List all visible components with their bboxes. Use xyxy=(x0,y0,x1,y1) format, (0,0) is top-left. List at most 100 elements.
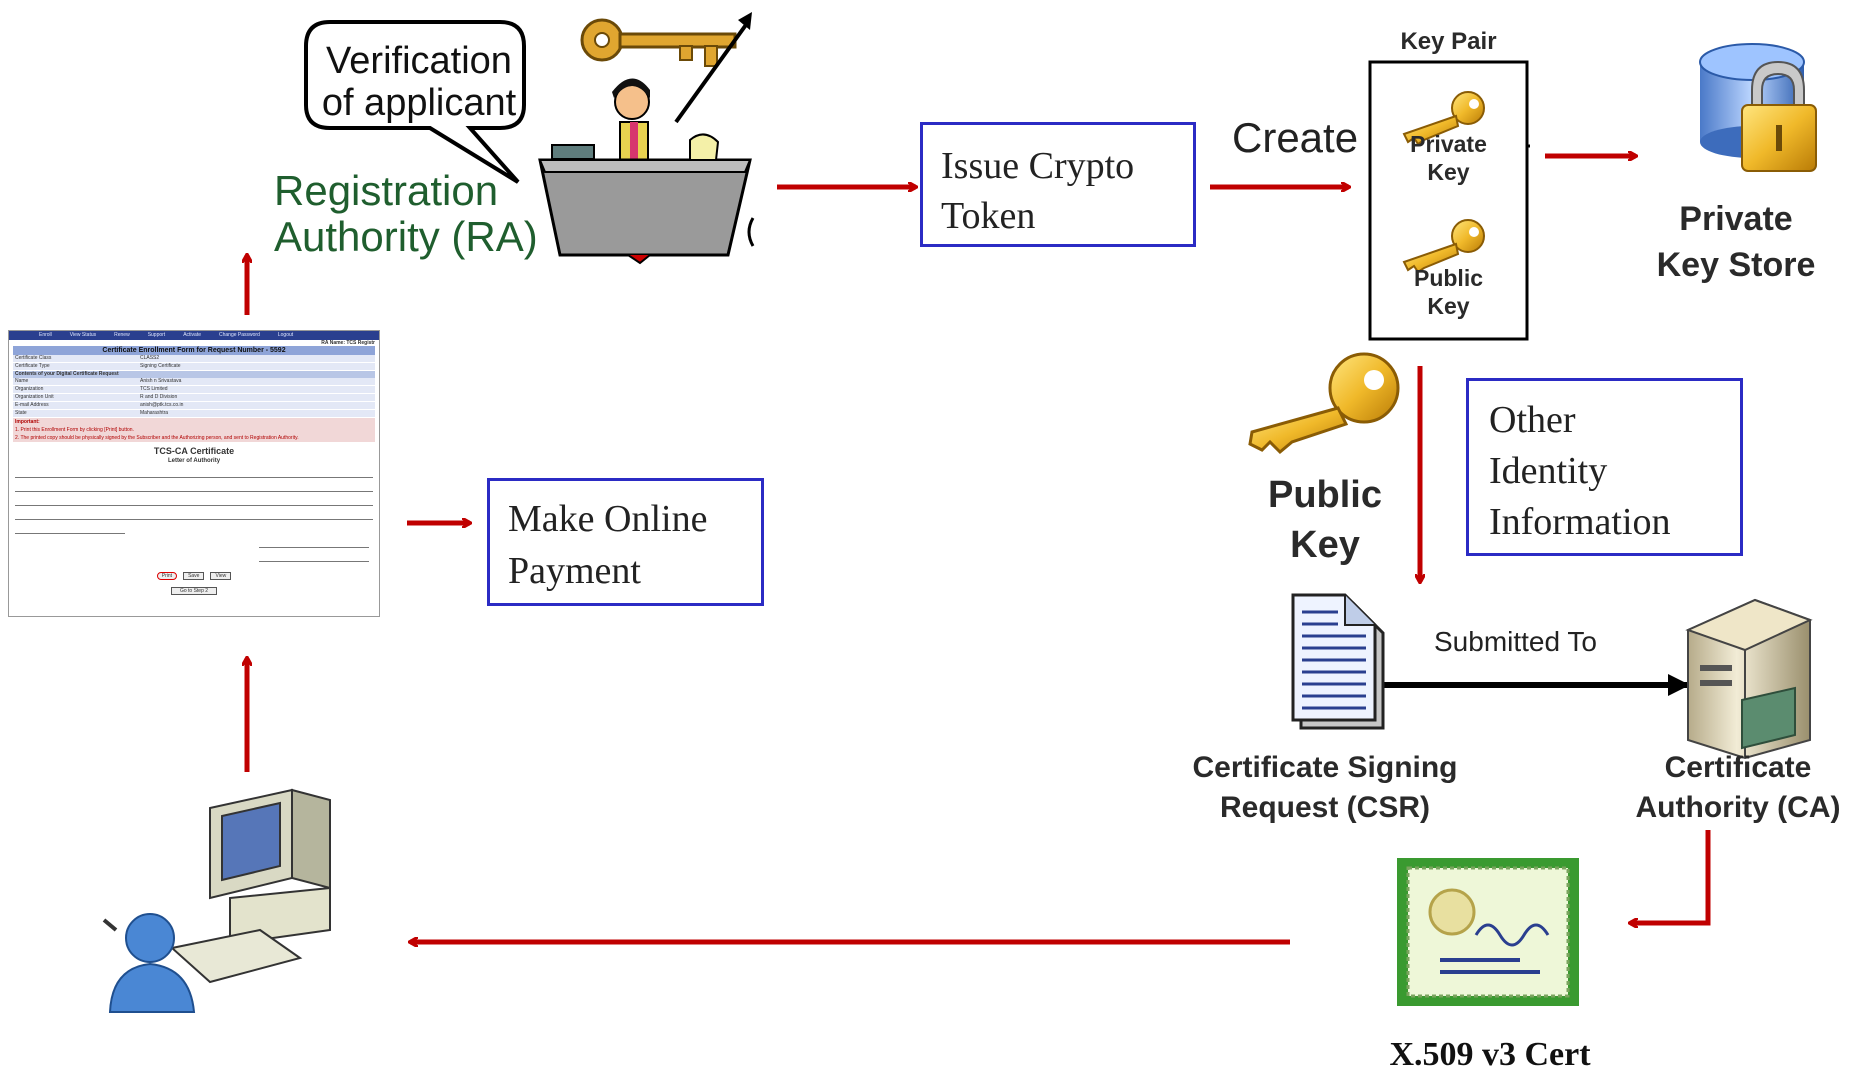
form-fill-line xyxy=(15,471,373,478)
csr-label: Certificate Signing Request (CSR) xyxy=(1160,748,1490,828)
form-tabs: Enroll View Status Renew Support Activat… xyxy=(9,331,379,340)
form-tab[interactable]: Support xyxy=(147,332,166,338)
ra-label: Registration Authority (RA) xyxy=(274,168,538,260)
form-letter-title: Letter of Authority xyxy=(167,458,221,464)
form-tab[interactable]: View Status xyxy=(69,332,97,338)
key-pair-title: Key Pair xyxy=(1400,28,1497,55)
form-fill-line xyxy=(259,555,369,562)
key-store-line-2: Key Store xyxy=(1656,246,1816,284)
form-row-key: Organization Unit xyxy=(15,394,54,400)
print-button[interactable]: Print xyxy=(156,572,178,580)
form-fill-line xyxy=(15,513,373,520)
arrow-ca-to-cert xyxy=(1630,830,1711,923)
key-store-line-1: Private xyxy=(1679,200,1793,238)
x509-cert-label: X.509 v3 Cert xyxy=(1389,1036,1591,1073)
form-row: Organization Unit R and D Division xyxy=(13,394,375,402)
form-important-note: Important: 1. Print this Enrollment Form… xyxy=(13,418,375,442)
form-cert-title: TCS-CA Certificate xyxy=(153,446,235,456)
form-row: State Maharashtra xyxy=(13,410,375,418)
form-row-key: E-mail Address xyxy=(15,402,49,408)
form-tab[interactable]: Enroll xyxy=(39,332,52,338)
form-row: Certificate Type Signing Certificate xyxy=(13,363,375,371)
verification-bubble-text: Verification of applicant xyxy=(314,40,524,124)
form-row-key: State xyxy=(15,410,27,416)
form-row-value: Signing Certificate xyxy=(140,363,181,369)
important-title: Important: xyxy=(15,419,40,425)
public-key-small-line-1: Public xyxy=(1413,265,1483,291)
form-buttons: Print Save View xyxy=(9,572,379,580)
form-row-key: Certificate Class xyxy=(15,355,52,361)
form-row: E-mail Address anish@ptk.tcs.co.in xyxy=(13,402,375,410)
private-key-store-label: Private Key Store xyxy=(1636,196,1836,288)
identity-line-3: Information xyxy=(1489,501,1671,543)
identity-line-2: Identity xyxy=(1489,450,1608,492)
form-user: RA Name: TCS Registr xyxy=(321,340,375,346)
other-identity-box: Other Identity Information xyxy=(1466,378,1743,556)
csr-line-1: Certificate Signing xyxy=(1192,751,1458,784)
enrollment-form-thumbnail: Enroll View Status Renew Support Activat… xyxy=(8,330,380,617)
form-tab[interactable]: Activate xyxy=(183,332,201,338)
form-row-key: Name xyxy=(15,378,29,384)
ra-label-line-1: Registration xyxy=(274,167,499,214)
form-row-value: anish@ptk.tcs.co.in xyxy=(140,402,184,408)
form-tab[interactable]: Change Password xyxy=(219,332,260,338)
form-subheading: Contents of your Digital Certificate Req… xyxy=(13,371,375,378)
form-row-value: R and D Division xyxy=(140,394,178,400)
identity-line-1: Other xyxy=(1489,399,1576,441)
ra-label-line-2: Authority (RA) xyxy=(274,213,538,260)
save-button[interactable]: Save xyxy=(183,572,205,580)
public-key-large-icon xyxy=(1248,352,1400,455)
issue-crypto-token-box: Issue Crypto Token xyxy=(920,122,1196,247)
key-store-icon xyxy=(1699,43,1817,172)
form-tab[interactable]: Logout xyxy=(277,332,294,338)
issue-token-line-1: Issue Crypto xyxy=(941,145,1135,187)
keypair-box xyxy=(1368,60,1529,341)
speech-bubble xyxy=(304,20,526,184)
ca-line-2: Authority (CA) xyxy=(1635,791,1841,824)
csr-line-2: Request (CSR) xyxy=(1219,791,1430,824)
important-line: 2. The printed copy should be physically… xyxy=(15,435,299,441)
bubble-line-2: of applicant xyxy=(321,82,517,124)
form-tab[interactable]: Renew xyxy=(114,332,130,338)
form-heading: Certificate Enrollment Form for Request … xyxy=(13,346,375,355)
public-key-large-label: Public Key xyxy=(1240,470,1410,570)
submitted-to-label: Submitted To xyxy=(1434,626,1597,657)
ca-server-icon xyxy=(1685,598,1813,760)
important-line: 1. Print this Enrollment Form by clickin… xyxy=(15,427,134,433)
public-key-large-line-1: Public xyxy=(1267,474,1383,516)
form-fill-line xyxy=(15,485,373,492)
user-computer-icon xyxy=(102,788,331,1013)
form-fill-line xyxy=(259,541,369,548)
create-label: Create xyxy=(1232,114,1359,161)
form-row-key: Certificate Type xyxy=(15,363,50,369)
public-key-small-icon xyxy=(1402,219,1485,274)
certificate-icon xyxy=(1397,858,1579,1006)
ra-illustration xyxy=(304,12,755,265)
form-row-value: CLASS2 xyxy=(140,355,160,361)
csr-document-icon xyxy=(1291,593,1385,730)
ca-label: Certificate Authority (CA) xyxy=(1625,748,1851,828)
issue-token-line-2: Token xyxy=(941,195,1036,237)
private-key-line-1: Private xyxy=(1410,131,1487,157)
form-row-key: Organization xyxy=(15,386,44,392)
private-key-label: Private Key xyxy=(1370,130,1527,186)
form-row-value: TCS Limited xyxy=(140,386,168,392)
make-online-payment-box: Make Online Payment xyxy=(487,478,764,606)
form-row: Organization TCS Limited xyxy=(13,386,375,394)
public-key-large-line-2: Key xyxy=(1290,524,1360,566)
ca-line-1: Certificate xyxy=(1664,751,1812,784)
form-fill-line xyxy=(15,499,373,506)
bubble-line-1: Verification xyxy=(326,40,512,82)
public-key-small-line-2: Key xyxy=(1427,293,1470,319)
private-key-line-2: Key xyxy=(1427,159,1470,185)
private-key-icon xyxy=(1402,91,1485,146)
payment-line-1: Make Online xyxy=(508,498,708,540)
public-key-small-label: Public Key xyxy=(1370,264,1527,320)
go-to-step-2-button[interactable]: Go to Step 2 xyxy=(170,587,218,595)
form-row-value: Anish n Srivastava xyxy=(140,378,182,384)
payment-line-2: Payment xyxy=(508,550,641,592)
form-row-value: Maharashtra xyxy=(140,410,169,416)
form-row: Name Anish n Srivastava xyxy=(13,378,375,386)
view-button[interactable]: View xyxy=(210,572,232,580)
